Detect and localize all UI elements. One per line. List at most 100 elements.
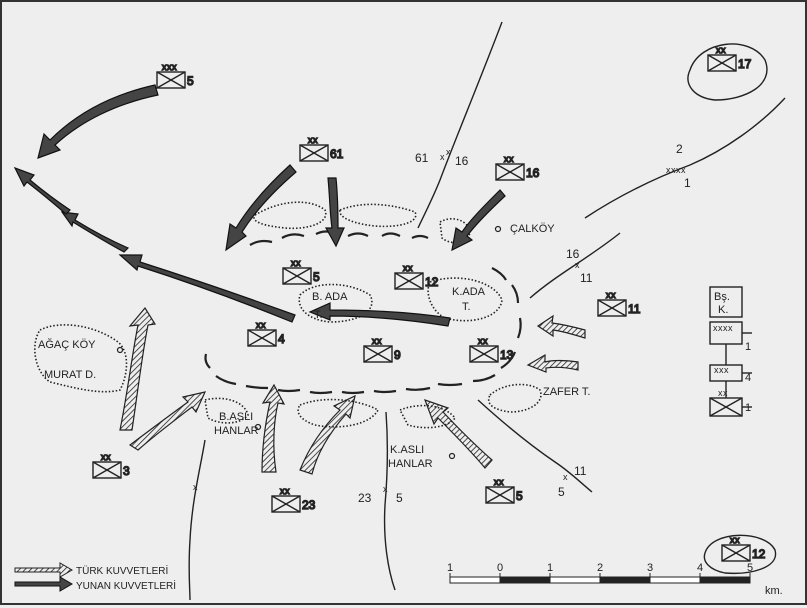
arrow-61-south [324,177,345,248]
boundary-16-11 [529,232,621,299]
boundary-lines [188,21,786,601]
unit-23: xx 23 [271,485,316,513]
unit-12-bot-echelon: xx [730,535,740,545]
legend-yunan-arrow [14,576,73,592]
unit-12-bot: xx 12 [721,534,766,562]
scale-segment-4 [649,576,701,584]
unit-4: xx 4 [247,319,286,347]
scale-unit: km. [765,585,783,597]
unit-5-mid-echelon: xx [291,258,301,268]
boundary-23-5 [383,411,396,591]
place-murat-d: MURAT D. [44,369,96,381]
unit-17-echelon: xx [716,45,726,55]
sidebox-num-1b: 1 [745,402,751,414]
boundary-23: 23 [358,491,372,505]
sidebox-num-1: 1 [745,341,751,353]
unit-11-number: 11 [628,302,641,316]
unit-16-number: 16 [526,166,540,180]
unit-3-echelon: xx [101,452,111,462]
encircle-17 [687,43,768,101]
scale-segment-2 [549,576,601,584]
boundary-16: 16 [455,154,469,168]
boundary-2: 2 [676,142,683,156]
place-b-asli-1: B.ASLI [219,411,253,423]
sidebox-text: Bş. K. xxxx 1 xxx 4 xx 1 [713,291,751,414]
hill-outlines [34,201,542,429]
boundary-11: 11 [580,271,593,285]
boundary-mark-2: xxxx [666,165,686,175]
place-zafer: ZAFER T. [543,386,590,398]
scale-tick-5: 4 [697,562,703,574]
arrow-11-west [536,314,586,339]
place-b-ada-2: T. [314,309,323,321]
unit-3-number: 3 [123,464,130,478]
boundary-mark-3: x [575,260,580,270]
greek-front-line [204,230,522,395]
unit-5-mid: xx5 [282,257,321,285]
boundary-2-1 [584,97,786,219]
boundary-mark-6: x [193,482,198,492]
arrow-23-ne [299,394,356,475]
boundary-5b: 5 [396,491,403,505]
arrow-5-west [37,84,159,159]
unit-12-mid-echelon: xx [403,263,413,273]
unit-12-bot-number: 12 [752,547,766,561]
sidebox-header-1: Bş. [714,291,730,303]
legend-turk-label: TÜRK KUVVETLERİ [76,564,168,577]
sidebox [709,286,752,417]
unit-4-echelon: xx [256,320,266,330]
unit-23-echelon: xx [280,486,290,496]
hill-calkoy-b [339,203,417,228]
sidebox-num-4: 4 [745,372,751,384]
place-agac-koy: AĞAÇ KÖY [38,338,96,351]
boundary-11-5 [477,399,593,493]
hill-zafer [488,383,542,413]
hill-k-ada [427,277,503,322]
arrow-5-nw [423,399,493,469]
unit-23-number: 23 [302,498,316,512]
unit-5-bot-number: 5 [516,489,523,503]
boundary-mark-1: x [440,152,445,162]
turkish-arrows [119,306,586,475]
place-b-asli-2: HANLAR [214,425,259,437]
hill-k-asli [398,404,456,429]
boundary-11b: 11 [574,464,587,478]
arrow-13-west [526,353,579,373]
unit-16: xx 16 [495,153,540,181]
scale-segment-5 [699,576,751,584]
scale-segment-3 [599,576,651,584]
unit-12-mid-number: 12 [425,275,439,289]
arrow-k-ada-west [308,302,451,327]
unit-3: xx 3 [92,451,131,479]
arrow-3-ne [128,391,207,451]
arrow-23-north [261,383,286,473]
arrow-mid-west [60,211,130,253]
unit-5-bot: xx 5 [485,476,524,504]
unit-5-bot-echelon: xx [494,477,504,487]
sidebox-echelon-xx: xx [718,388,728,398]
place-k-ada-2: T. [462,301,471,313]
place-k-ada-1: K.ADA [452,286,486,298]
legend-turk-arrow [14,562,73,578]
legend: TÜRK KUVVETLERİ YUNAN KUVVETLERİ [14,562,176,592]
unit-4-number: 4 [278,332,285,346]
unit-16-echelon: xx [504,154,514,164]
scale-tick-6: 5 [747,562,753,574]
greek-arrows [13,84,506,327]
scale-segment-0 [449,576,501,584]
scale-tick-0: 1 [447,562,453,574]
unit-5-corps-number: 5 [187,74,194,88]
unit-9: xx9 [363,335,402,363]
place-k-asli-2: HANLAR [388,458,433,470]
legend-yunan-label: YUNAN KUVVETLERİ [76,579,176,592]
unit-13-number: 13 [500,348,514,362]
